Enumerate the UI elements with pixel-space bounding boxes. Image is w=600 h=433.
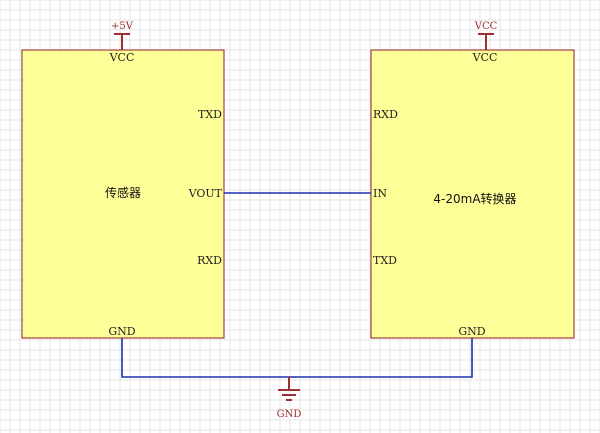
sensor-vout-pin: VOUT — [188, 187, 223, 200]
sensor-vcc-pin: VCC — [109, 51, 135, 64]
converter-in-pin: IN — [373, 187, 387, 200]
sensor-power-label: +5V — [111, 21, 134, 32]
ground-label: GND — [277, 409, 302, 420]
converter-body — [370, 49, 575, 339]
sensor-label: 传感器 — [105, 185, 141, 200]
sensor-txd-pin: TXD — [198, 108, 222, 121]
sensor-rxd-pin: RXD — [197, 254, 222, 267]
converter-label: 4-20mA转换器 — [433, 191, 516, 206]
converter-rxd-pin: RXD — [373, 108, 398, 121]
converter-vcc-pin: VCC — [472, 51, 498, 64]
sensor-body — [21, 49, 225, 339]
sensor-block[interactable]: VCC TXD VOUT RXD GND 传感器 — [21, 49, 225, 339]
converter-txd-pin: TXD — [373, 254, 397, 267]
converter-gnd-pin: GND — [458, 325, 485, 338]
converter-block[interactable]: VCC RXD IN TXD GND 4-20mA转换器 — [370, 49, 575, 339]
converter-power-symbol: VCC — [474, 21, 498, 50]
ground-symbol: GND — [277, 377, 302, 420]
sensor-gnd-pin: GND — [108, 325, 135, 338]
ground-wire[interactable] — [121, 338, 473, 378]
converter-power-label: VCC — [474, 21, 498, 32]
sensor-power-symbol: +5V — [111, 21, 134, 50]
